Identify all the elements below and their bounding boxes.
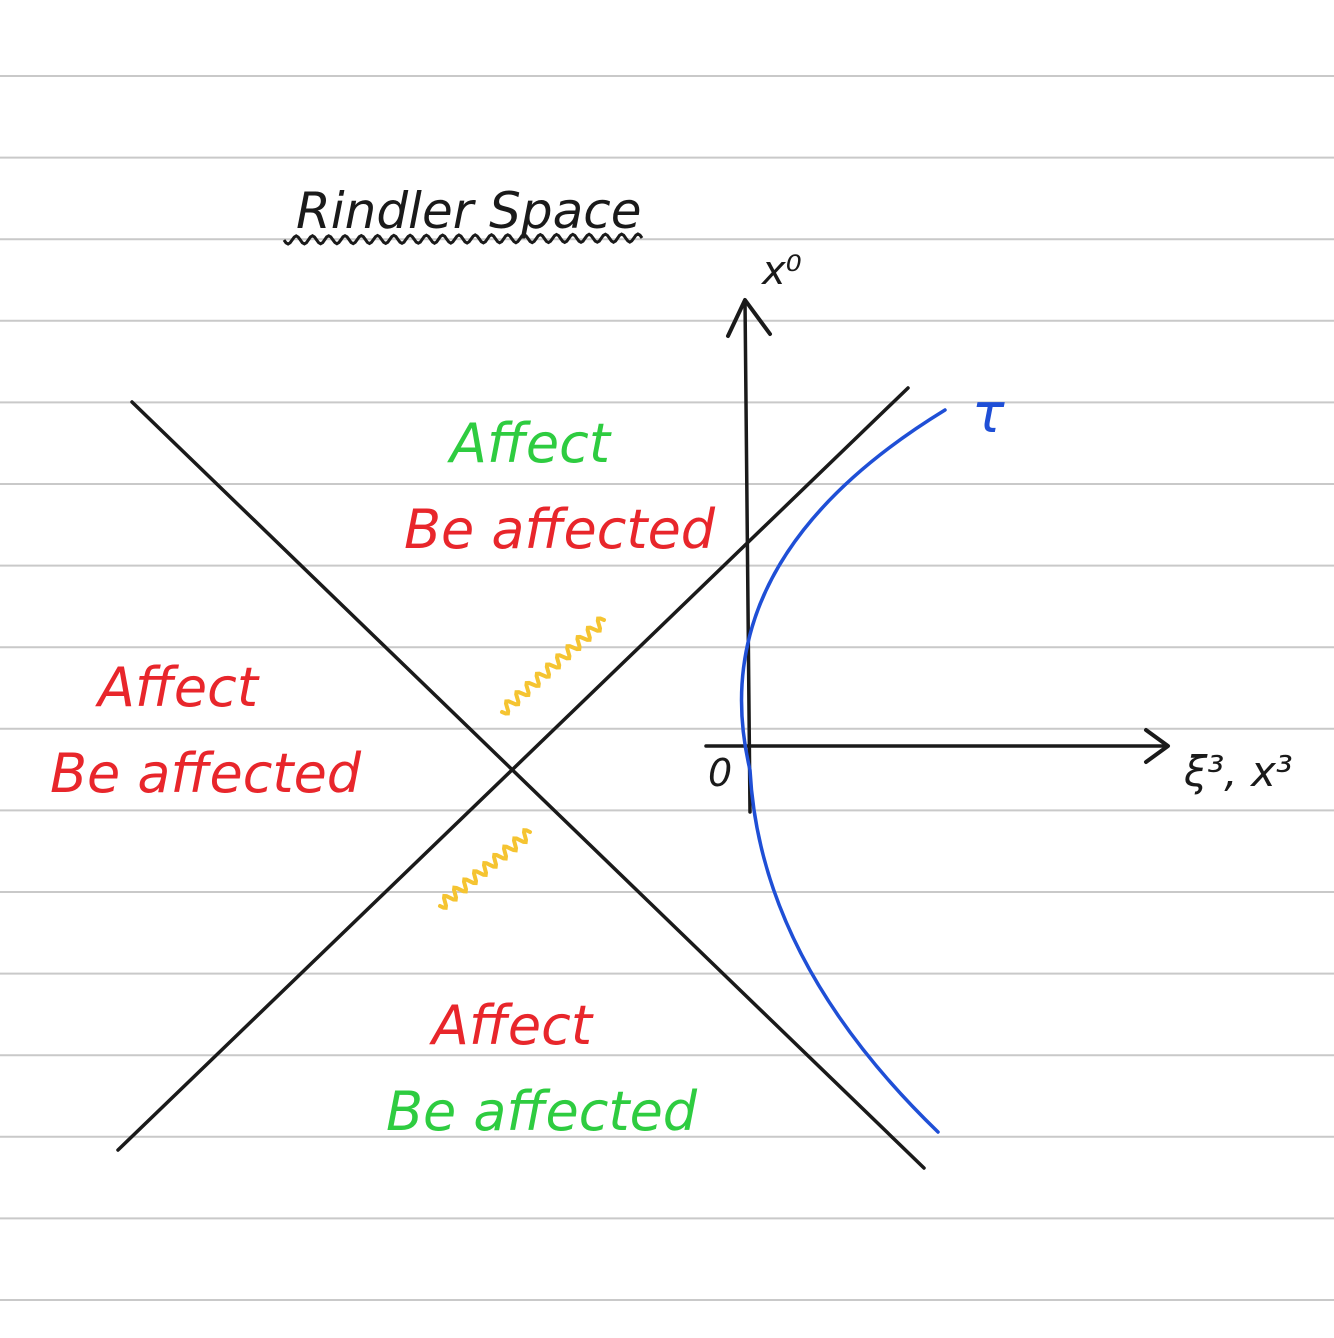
ruled-lines [0, 75, 1334, 1301]
proper-time-label: τ [972, 382, 1005, 445]
origin-label: 0 [708, 751, 732, 795]
x3-axis-label: ξ³, x³ [1183, 747, 1293, 796]
x0-axis [743, 298, 752, 814]
horizon-wave-upper [500, 616, 606, 716]
title-underline [282, 232, 644, 246]
x0-axis-arrowhead [726, 298, 772, 338]
left-region-line2: Be affected [50, 742, 362, 805]
horizon-wave-lower [438, 828, 532, 910]
top-region-line1: Affect [447, 412, 612, 475]
lightcone-line-descending [130, 400, 926, 1170]
bottom-region-line1: Affect [429, 994, 594, 1057]
x0-axis-label: x⁰ [760, 248, 802, 294]
left-region-line1: Affect [95, 656, 260, 719]
top-region-line2: Be affected [404, 498, 716, 561]
x3-axis-arrowhead [1144, 728, 1170, 764]
bottom-region-line2: Be affected [386, 1080, 698, 1143]
diagram-title: Rindler Space [296, 182, 642, 240]
rindler-worldline [739, 408, 947, 1134]
